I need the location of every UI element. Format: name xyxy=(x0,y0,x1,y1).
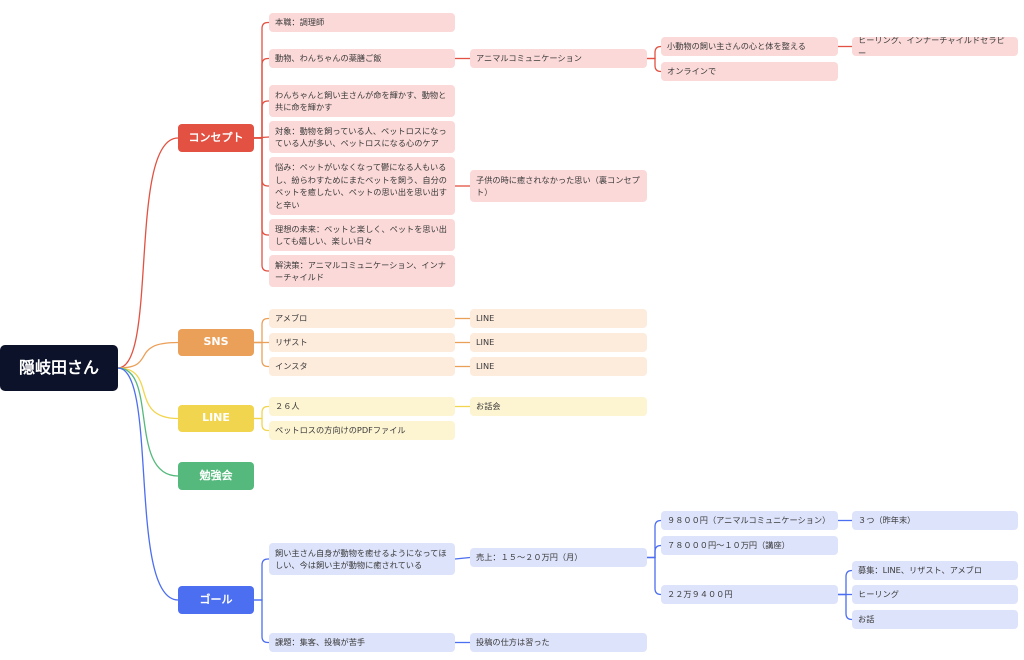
concept-dog-food[interactable]: 動物、わんちゃんの薬膳ご飯 xyxy=(269,49,455,68)
concept-animal-communication[interactable]: アニマルコミュニケーション xyxy=(470,49,647,68)
goal-price-course[interactable]: ７８０００円〜１０万円（講座） xyxy=(661,536,838,555)
goal-learned-posting[interactable]: 投稿の仕方は習った xyxy=(470,633,647,652)
connector-sns-instagram xyxy=(254,341,269,368)
connector-goal-owner-heals-animal xyxy=(254,558,269,601)
goal-talk[interactable]: お話 xyxy=(852,610,1018,629)
branch-goal[interactable]: ゴール xyxy=(178,586,254,614)
connector-concept-ideal-future xyxy=(254,137,269,236)
line-pdf-file[interactable]: ペットロスの方向けのPDFファイル xyxy=(269,421,455,440)
goal-issue[interactable]: 課題：集客、投稿が苦手 xyxy=(269,633,455,652)
connector-concept-solution xyxy=(254,137,269,272)
line-talk-event[interactable]: お話会 xyxy=(470,397,647,416)
concept-shine-life[interactable]: わんちゃんと飼い主さんが命を輝かす、動物と共に命を輝かす xyxy=(269,85,455,117)
concept-worries[interactable]: 悩み：ペットがいなくなって鬱になる人もいるし、紛らわすためにまたペットを飼う、自… xyxy=(269,157,455,215)
connector-line-pdf-file xyxy=(254,417,269,432)
goal-recruit-channels[interactable]: 募集：LINE、リザスト、アメブロ xyxy=(852,561,1018,580)
connector-concept-job xyxy=(254,21,269,139)
goal-price-animal-communication[interactable]: ９８００円（アニマルコミュニケーション） xyxy=(661,511,838,530)
goal-owner-heals-animal[interactable]: 飼い主さん自身が動物を癒せるようになってほしい、今は飼い主が動物に癒されている xyxy=(269,543,455,575)
branch-sns[interactable]: SNS xyxy=(178,329,254,356)
connector-branch-concept xyxy=(117,137,179,369)
concept-healing-inner-child[interactable]: ヒーリング、インナーチャイルドセラピー xyxy=(852,37,1018,56)
connector-concept-small-animal-owner-care xyxy=(647,45,662,60)
concept-ideal-future[interactable]: 理想の未来：ペットと楽しく、ペットを思い出しても嬉しい、楽しい日々 xyxy=(269,219,455,251)
concept-hidden-concept[interactable]: 子供の時に癒されなかった思い（裏コンセプト） xyxy=(470,170,647,202)
sns-reserva-line[interactable]: LINE xyxy=(470,333,647,352)
sns-instagram[interactable]: インスタ xyxy=(269,357,455,376)
branch-study-group[interactable]: 勉強会 xyxy=(178,462,254,490)
connector-goal-recruit-channels xyxy=(838,569,853,596)
connector-concept-worries xyxy=(254,137,269,187)
connector-branch-study-group xyxy=(117,367,179,477)
connector-branch-sns xyxy=(117,341,179,369)
concept-online[interactable]: オンラインで xyxy=(661,62,838,81)
connector-goal-talk xyxy=(838,593,853,621)
connector-concept-online xyxy=(647,57,662,73)
sns-ameblo[interactable]: アメブロ xyxy=(269,309,455,328)
connector-goal-price-total xyxy=(647,556,662,596)
connector-concept-shine-life xyxy=(254,100,269,139)
sns-instagram-line[interactable]: LINE xyxy=(470,357,647,376)
goal-healing[interactable]: ヒーリング xyxy=(852,585,1018,604)
connector-concept-dog-food xyxy=(254,57,269,139)
connector-goal-price-course xyxy=(647,544,662,559)
goal-price-total[interactable]: ２２万９４００円 xyxy=(661,585,838,604)
connector-goal-price-animal-communication xyxy=(647,519,662,559)
connector-goal-sales xyxy=(454,556,471,560)
connector-concept-target xyxy=(253,136,270,139)
concept-small-animal-owner-care[interactable]: 小動物の飼い主さんの心と体を整える xyxy=(661,37,838,56)
goal-count-last-year[interactable]: ３つ（昨年末） xyxy=(852,511,1018,530)
sns-ameblo-line[interactable]: LINE xyxy=(470,309,647,328)
concept-job[interactable]: 本職：調理師 xyxy=(269,13,455,32)
branch-line[interactable]: LINE xyxy=(178,405,254,432)
connector-branch-goal xyxy=(117,367,179,601)
connector-goal-issue xyxy=(254,599,269,644)
connector-branch-line xyxy=(117,367,179,420)
branch-concept[interactable]: コンセプト xyxy=(178,124,254,152)
root-node[interactable]: 隠岐田さん xyxy=(0,345,118,391)
line-members[interactable]: ２６人 xyxy=(269,397,455,416)
concept-solution[interactable]: 解決策：アニマルコミュニケーション、インナーチャイルド xyxy=(269,255,455,287)
connector-sns-ameblo xyxy=(254,317,269,344)
sns-reserva[interactable]: リザスト xyxy=(269,333,455,352)
concept-target[interactable]: 対象：動物を飼っている人、ペットロスになっている人が多い、ペットロスになる心のケ… xyxy=(269,121,455,153)
connector-line-members xyxy=(254,405,269,420)
goal-sales[interactable]: 売上：１５〜２０万円（月） xyxy=(470,548,647,567)
